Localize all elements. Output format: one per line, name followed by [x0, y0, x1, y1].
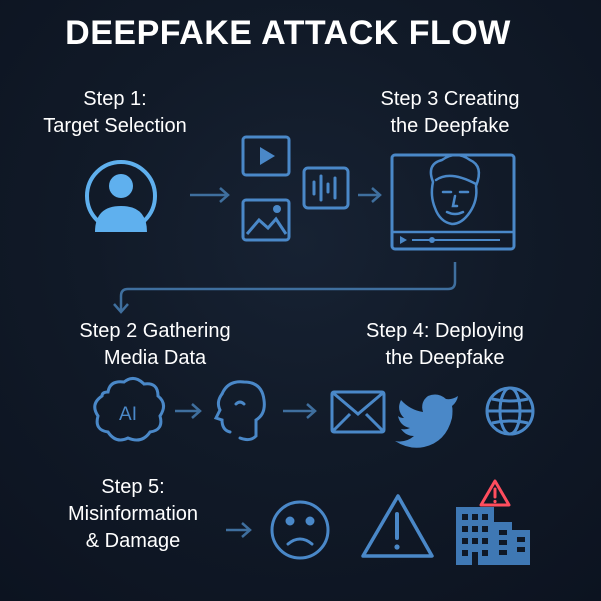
step-3-line-2: the Deepfake — [390, 115, 510, 137]
step-1-label: Step 1: Target Selection — [30, 86, 200, 140]
head-profile-icon — [213, 380, 266, 442]
email-icon — [330, 390, 386, 434]
alert-triangle-icon — [479, 479, 511, 507]
step-4-label: Step 4: Deploying the Deepfake — [345, 318, 545, 372]
audio-waveform-icon — [302, 166, 350, 210]
arrow-icon — [283, 403, 317, 419]
arrow-icon — [226, 522, 252, 538]
warning-triangle-icon — [361, 494, 434, 558]
step-2-label: Step 2 Gathering Media Data — [55, 318, 255, 372]
ai-brain-icon: AI — [93, 377, 165, 442]
video-icon — [241, 135, 291, 177]
step-2-line-2: Media Data — [103, 347, 207, 369]
step-5-line-3: & Damage — [85, 530, 181, 552]
office-building-icon — [456, 507, 530, 565]
person-icon — [85, 160, 157, 232]
arrow-icon — [175, 403, 202, 419]
arrow-icon — [358, 187, 382, 203]
face-icon — [429, 153, 481, 226]
step-3-line-1: Step 3 Creating — [380, 88, 520, 110]
connector-arrow-icon — [113, 262, 457, 314]
step-4-line-2: the Deepfake — [385, 347, 505, 369]
arrow-icon — [190, 187, 230, 203]
step-4-line-1: Step 4: Deploying — [366, 320, 524, 342]
ai-badge-text: AI — [119, 404, 137, 425]
step-5-label: Step 5: Misinformation & Damage — [48, 474, 218, 555]
step-5-line-2: Misinformation — [67, 503, 199, 525]
step-5-line-1: Step 5: — [101, 476, 165, 498]
step-3-label: Step 3 Creating the Deepfake — [355, 86, 545, 140]
sad-face-icon — [270, 500, 330, 560]
twitter-bird-icon — [395, 394, 458, 448]
globe-icon — [485, 386, 535, 436]
step-1-line-1: Step 1: — [83, 88, 147, 110]
image-icon — [241, 198, 291, 242]
step-1-line-2: Target Selection — [43, 115, 187, 137]
step-2-line-1: Step 2 Gathering — [79, 320, 231, 342]
diagram-title: DEEPFAKE ATTACK FLOW — [65, 14, 511, 52]
